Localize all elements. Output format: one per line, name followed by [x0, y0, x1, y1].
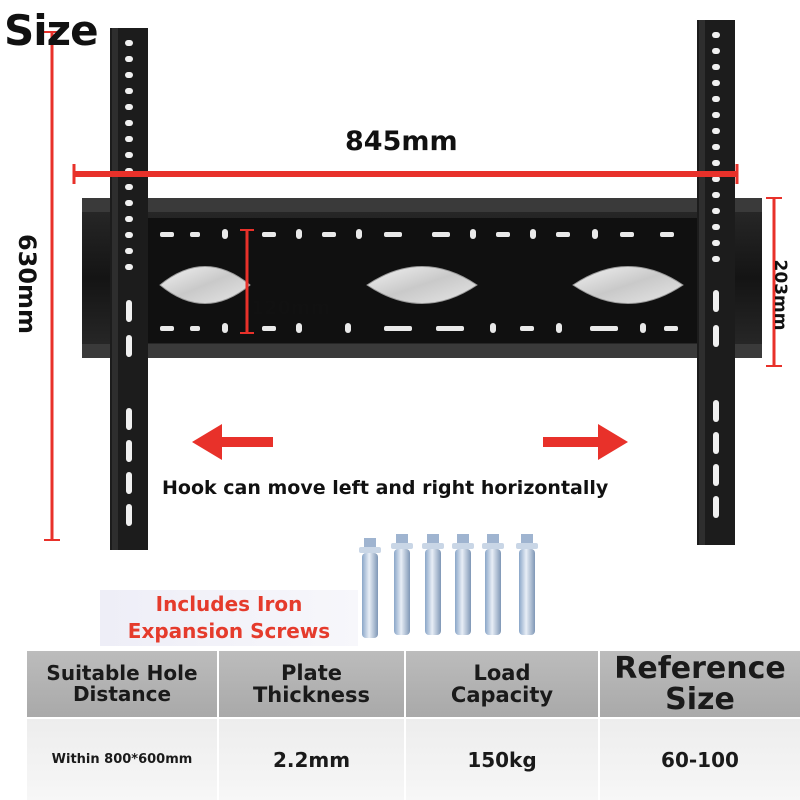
- accessory-badge: Includes Iron Expansion Screws: [100, 590, 358, 646]
- badge-line-2: Expansion Screws: [127, 619, 331, 643]
- left-arrow-icon: [192, 424, 273, 460]
- right-hook-arm: [697, 20, 735, 545]
- height-dimension-line: [44, 31, 60, 541]
- plate-slots: [160, 229, 678, 333]
- right-arrow-icon: [543, 424, 628, 460]
- value-reference-size: 60-100: [600, 719, 800, 800]
- value-plate-thickness: 2.2mm: [219, 719, 404, 800]
- screw-icon: [516, 534, 538, 635]
- product-illustration: [44, 20, 782, 638]
- movement-note: Hook can move left and right horizontall…: [162, 477, 609, 499]
- width-dimension-line: [72, 164, 739, 184]
- plate-height-label: 203mm: [770, 259, 790, 331]
- slot-spacing-dimension-line: [240, 229, 254, 334]
- expansion-screws: [359, 534, 538, 638]
- screw-icon: [422, 534, 444, 635]
- left-hook-arm: [110, 28, 148, 550]
- slot-spacing-label: 120mm: [251, 297, 331, 319]
- screw-icon: [452, 534, 474, 635]
- value-load-capacity: 150kg: [406, 719, 598, 800]
- width-dimension-label: 845mm: [345, 126, 458, 157]
- plate-height-dimension-line: [766, 197, 782, 367]
- value-hole-distance: Within 800*600mm: [27, 719, 217, 800]
- badge-line-1: Includes Iron: [155, 592, 303, 616]
- screw-icon: [391, 534, 413, 635]
- height-dimension-label: 630mm: [13, 233, 41, 335]
- plate-pads: [159, 266, 684, 304]
- screw-icon: [482, 534, 504, 635]
- page-title: Size: [4, 6, 99, 55]
- screw-icon: [359, 538, 381, 638]
